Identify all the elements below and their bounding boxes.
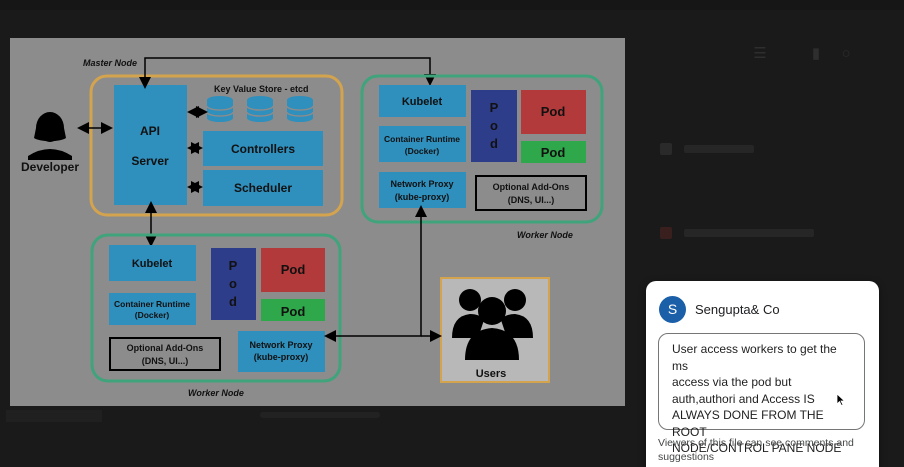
worker-node-label: Worker Node	[188, 388, 244, 398]
users-icon	[452, 289, 533, 360]
kubernetes-diagram: Master Node Key Value Store - etcd	[21, 57, 604, 398]
api-server-box	[114, 85, 187, 205]
network-proxy-label: Network Proxy	[249, 340, 312, 350]
pod-label: Pod	[541, 145, 566, 160]
kv-store-label: Key Value Store - etcd	[214, 84, 309, 94]
kubelet-label: Kubelet	[402, 96, 443, 108]
network-proxy-label: (kube-proxy)	[395, 192, 450, 202]
kubelet-box	[379, 85, 466, 117]
pod-vertical-box	[211, 248, 256, 320]
addons-label: Optional Add-Ons	[493, 182, 570, 192]
etcd-database-icon	[206, 96, 314, 122]
kubelet-label: Kubelet	[132, 258, 173, 270]
pod-vertical-letter: P	[229, 258, 238, 273]
developer-icon	[28, 112, 72, 160]
pod-vertical-letter: d	[229, 294, 237, 309]
scheduler-box	[203, 170, 323, 206]
addons-label: (DNS, UI...)	[142, 356, 189, 366]
side-list-item[interactable]	[660, 220, 814, 246]
diagram-slide: Master Node Key Value Store - etcd	[10, 38, 625, 406]
pod-label: Pod	[281, 262, 306, 277]
network-proxy-box	[238, 331, 325, 372]
container-runtime-box	[109, 293, 196, 325]
caption-bar	[6, 410, 102, 422]
container-runtime-label: Container Runtime	[114, 299, 190, 309]
side-list-item[interactable]	[660, 136, 754, 162]
developer-label: Developer	[21, 160, 79, 174]
side-list-text	[684, 145, 754, 153]
folder-icon	[660, 143, 672, 155]
container-runtime-label: Container Runtime	[384, 134, 460, 144]
users-label: Users	[476, 368, 507, 380]
network-proxy-label: (kube-proxy)	[254, 352, 309, 362]
worker-node-label: Worker Node	[517, 230, 573, 240]
api-server-label: API	[140, 124, 160, 138]
network-proxy-box	[379, 172, 466, 208]
help-icon[interactable]: ○	[841, 45, 851, 62]
master-node-label: Master Node	[83, 58, 137, 68]
pod-vertical-box	[471, 90, 517, 162]
controllers-box	[203, 131, 323, 166]
pod-vertical-letter: P	[490, 100, 499, 115]
pod-green-box	[261, 299, 325, 321]
side-list-text	[684, 229, 814, 237]
comment-input[interactable]: User access workers to get the ms access…	[658, 333, 865, 455]
api-worker1-arrow	[139, 57, 436, 89]
avatar: S	[659, 296, 686, 323]
network-proxy-label: Network Proxy	[390, 179, 453, 189]
comment-visibility-note: Viewers of this file can see comments an…	[658, 437, 854, 463]
mouse-pointer-icon	[836, 394, 846, 406]
container-runtime-box	[379, 126, 466, 162]
pod-vertical-letter: o	[490, 118, 498, 133]
comment-author: Sengupta& Co	[695, 302, 780, 317]
api-server-label: Server	[131, 154, 169, 168]
pod-red-box	[261, 248, 325, 292]
scheduler-label: Scheduler	[234, 181, 292, 195]
top-bar	[0, 0, 904, 10]
kubelet-box	[109, 245, 196, 281]
addons-label: Optional Add-Ons	[127, 343, 204, 353]
container-runtime-label: (Docker)	[135, 310, 170, 320]
addons-box	[109, 337, 221, 371]
pod-vertical-letter: o	[229, 276, 237, 291]
pod-red-box	[521, 90, 586, 134]
addons-label: (DNS, UI...)	[508, 195, 555, 205]
comment-card: S Sengupta& Co User access workers to ge…	[646, 281, 879, 467]
file-icon	[660, 227, 672, 239]
pod-green-box	[521, 141, 586, 163]
addons-box	[475, 175, 587, 211]
container-runtime-label: (Docker)	[405, 146, 440, 156]
worker-node-box	[360, 74, 604, 224]
progress-track[interactable]	[260, 412, 380, 418]
controllers-label: Controllers	[231, 142, 295, 156]
menu-icon[interactable]: ☰	[753, 45, 767, 62]
pod-label: Pod	[541, 104, 566, 119]
pod-label: Pod	[281, 304, 306, 319]
pod-vertical-letter: d	[490, 136, 498, 151]
bookmark-icon[interactable]: ▮	[811, 45, 821, 62]
